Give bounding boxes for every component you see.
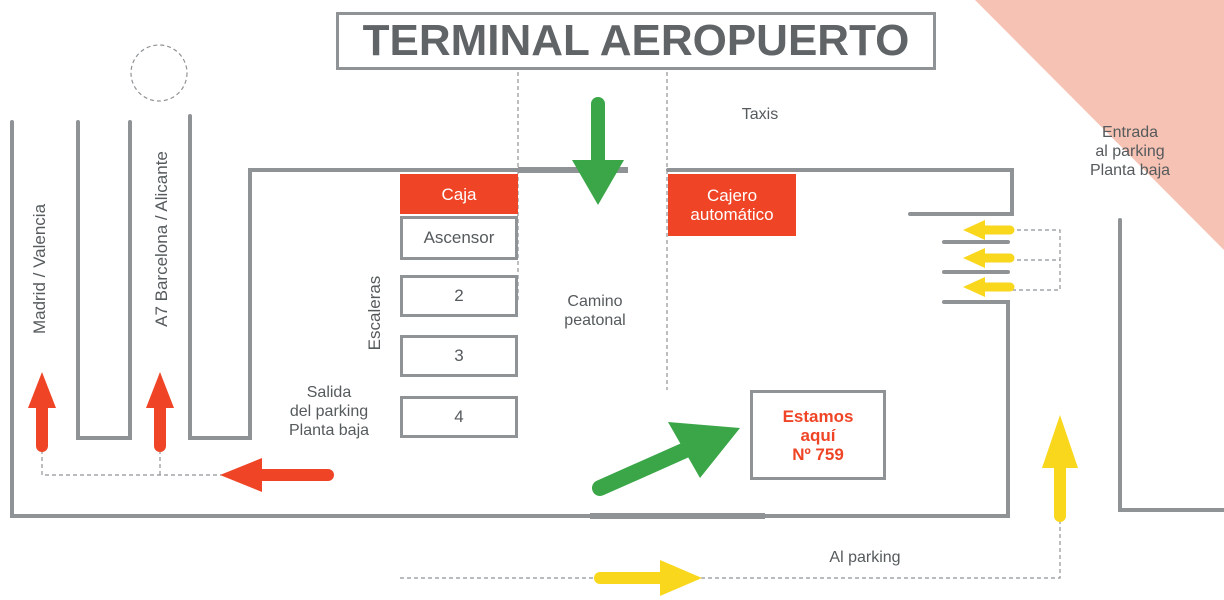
floor-4-label: 4 bbox=[454, 407, 464, 426]
atm-box: Cajero automático bbox=[668, 174, 796, 236]
entrance-line3: Planta baja bbox=[1089, 162, 1171, 179]
here-line3: Nº 759 bbox=[792, 444, 844, 464]
here-line2: aquí bbox=[800, 425, 836, 445]
floor-2-label: 2 bbox=[454, 286, 464, 305]
stairs-label: Escaleras bbox=[365, 275, 384, 351]
to-parking-label: Al parking bbox=[829, 549, 901, 566]
madrid-label: Madrid / Valencia bbox=[30, 203, 49, 335]
walkway-label: Camino peatonal bbox=[540, 292, 650, 330]
red-arrow-exit bbox=[220, 458, 334, 492]
exit-line2: del parking bbox=[289, 403, 369, 420]
road-lines bbox=[10, 114, 1224, 518]
exit-line1: Salida bbox=[306, 384, 352, 401]
yellow-arrow-up bbox=[1042, 415, 1078, 522]
yellow-arrow-right bbox=[594, 560, 702, 596]
caja-box: Caja bbox=[400, 174, 518, 214]
floor-4-box: 4 bbox=[400, 396, 518, 438]
floor-3-box: 3 bbox=[400, 335, 518, 377]
atm-label-line1: Cajero bbox=[706, 186, 758, 205]
entrance-line1: Entrada bbox=[1101, 124, 1159, 141]
exit-line3: Planta baja bbox=[288, 422, 370, 439]
green-arrow-down bbox=[572, 97, 624, 205]
green-arrow-diagonal bbox=[592, 422, 740, 496]
here-line1: Estamos bbox=[782, 406, 854, 426]
taxis-label: Taxis bbox=[741, 106, 779, 123]
elevator-box: Ascensor bbox=[400, 216, 518, 260]
terminal-title-box: TERMINAL AEROPUERTO bbox=[336, 12, 936, 70]
caja-label: Caja bbox=[441, 184, 477, 204]
yellow-lane-arrows bbox=[963, 220, 1015, 297]
exit-label: Salida del parking Planta baja bbox=[264, 383, 394, 440]
floor-2-box: 2 bbox=[400, 275, 518, 317]
walkway-line1: Camino bbox=[567, 293, 623, 310]
terminal-title: TERMINAL AEROPUERTO bbox=[362, 16, 910, 65]
atm-label-line2: automático bbox=[690, 205, 774, 224]
roundabout-circle bbox=[130, 44, 188, 102]
you-are-here-box: Estamos aquí Nº 759 bbox=[750, 390, 886, 480]
red-arrow-barcelona bbox=[146, 372, 174, 452]
walkway-line2: peatonal bbox=[564, 312, 626, 329]
red-arrow-madrid bbox=[28, 372, 56, 452]
barcelona-label: A7 Barcelona / Alicante bbox=[152, 151, 171, 327]
corner-triangle bbox=[975, 0, 1224, 250]
entrance-label: Entrada al parking Planta baja bbox=[1070, 123, 1190, 180]
entrance-line2: al parking bbox=[1095, 143, 1165, 160]
floor-3-label: 3 bbox=[454, 346, 464, 365]
elevator-label: Ascensor bbox=[423, 228, 495, 247]
